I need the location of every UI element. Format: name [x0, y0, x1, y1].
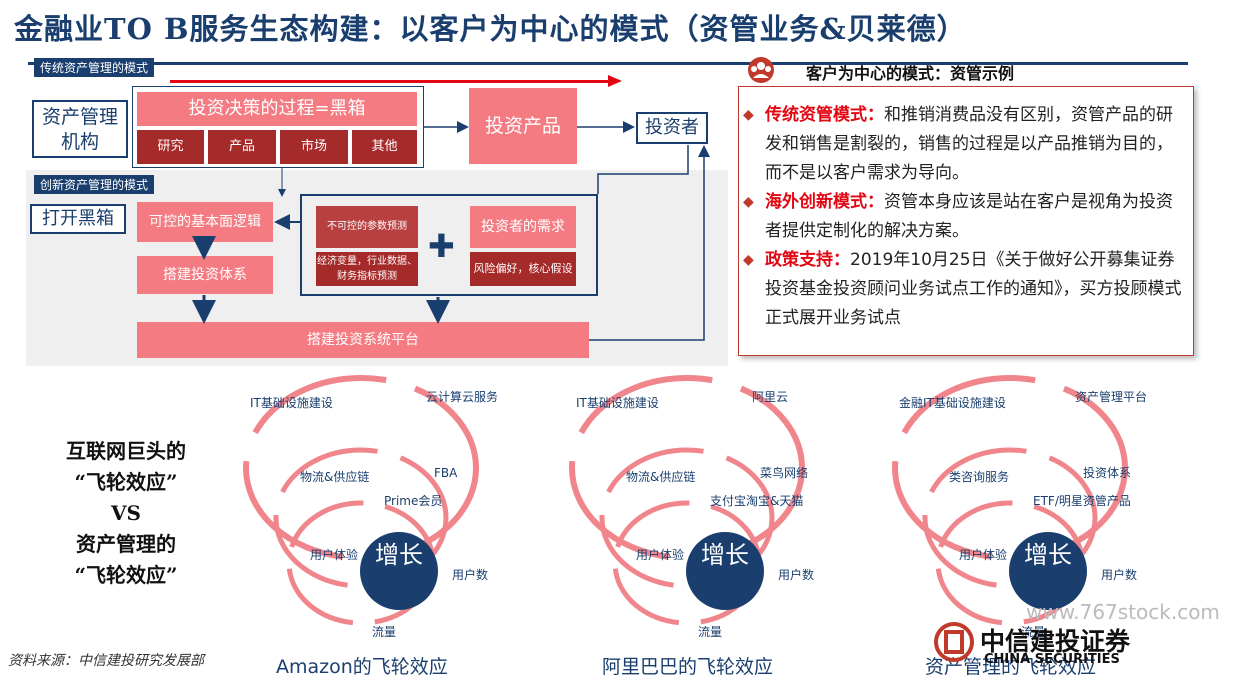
wheel-outer-right: 云计算云服务 [426, 390, 499, 404]
logo-en: CHINA SECURITIES [984, 652, 1120, 667]
wheel-inner: Prime会员 [384, 494, 443, 508]
wheel-bottom: 流量 [1021, 625, 1046, 639]
wheel-mid-right: 菜鸟网络 [760, 466, 809, 480]
investment-system-platform: 搭建投资系统平台 [137, 322, 589, 358]
wheel-inner: ETF/明星资管产品 [1033, 494, 1131, 508]
wheel-mid-left: 物流&供应链 [626, 470, 696, 484]
wheel-right: 用户数 [452, 568, 489, 582]
red-arrow [170, 75, 622, 87]
growth-circle: 增长 [360, 532, 438, 610]
diamond-bullet-icon: ◆ [743, 194, 754, 210]
wheel-outer-left: IT基础设施建设 [576, 396, 659, 410]
wheel-caption: Amazon的飞轮效应 [276, 656, 448, 678]
flywheel-arrows [243, 375, 479, 626]
wheel-left: 用户体验 [636, 548, 685, 562]
wheel-right: 用户数 [778, 568, 815, 582]
wheel-inner: 支付宝淘宝&天猫 [710, 494, 804, 508]
people-icon [746, 56, 776, 84]
logo-cn: 中信建投证券 [980, 627, 1131, 656]
investment-product: 投资产品 [469, 88, 577, 164]
wheel-outer-right: 资产管理平台 [1075, 390, 1148, 404]
wheel-outer-left: 金融IT基础设施建设 [899, 396, 1006, 410]
watermark: www.767stock.com [1026, 600, 1220, 624]
diamond-bullet-icon: ◆ [743, 252, 754, 268]
controllable-logic: 可控的基本面逻辑 [137, 202, 273, 242]
growth-circle: 增长 [686, 532, 764, 610]
growth-circle: 增长 [1009, 532, 1087, 610]
flywheel-arrows [569, 375, 805, 626]
investor-needs: 投资者的需求 [470, 206, 576, 248]
wheel-outer-right: 阿里云 [752, 390, 789, 404]
diamond-bullet-icon: ◆ [743, 107, 754, 123]
title-divider [28, 62, 1188, 65]
wheel-mid-right: 投资体系 [1083, 466, 1132, 480]
wheel-right: 用户数 [1101, 568, 1138, 582]
panel-item-traditional: ◆传统资管模式：和推销消费品没有区别，资管产品的研发和销售是割裂的，销售的过程是… [743, 101, 1183, 188]
sub-market: 市场 [280, 130, 348, 164]
blackbox-title: 投资决策的过程=黑箱 [137, 92, 417, 126]
build-investment-system: 搭建投资体系 [137, 256, 273, 294]
open-blackbox-label: 打开黑箱 [30, 204, 126, 234]
wheel-outer-left: IT基础设施建设 [250, 396, 333, 410]
source-note: 资料来源：中信建投研究发展部 [8, 653, 204, 669]
economic-variables: 经济变量，行业数据、财务指标预测 [316, 252, 418, 286]
wheel-mid-left: 物流&供应链 [300, 470, 370, 484]
page-title: 金融业TO B服务生态构建：以客户为中心的模式（资管业务&贝莱德） [14, 12, 967, 46]
panel-item-overseas: ◆海外创新模式：资管本身应该是站在客户是视角为投资者提供定制化的解决方案。 [743, 188, 1183, 246]
text-panel: ◆传统资管模式：和推销消费品没有区别，资管产品的研发和销售是割裂的，销售的过程是… [738, 86, 1194, 356]
asset-management-institution: 资产管理机构 [32, 100, 128, 158]
wheel-mid-right: FBA [434, 466, 458, 480]
wheel-left: 用户体验 [310, 548, 359, 562]
wheel-left: 用户体验 [959, 548, 1008, 562]
sub-other: 其他 [352, 130, 417, 164]
flow-connectors [192, 121, 710, 341]
sub-research: 研究 [137, 130, 204, 164]
wheel-mid-left: 类咨询服务 [949, 470, 1010, 484]
wheel-bottom: 流量 [698, 625, 723, 639]
blackbox-frame [132, 86, 424, 168]
wheel-bottom: 流量 [372, 625, 397, 639]
plus-icon: ✚ [428, 227, 455, 265]
panel-item-policy: ◆政策支持：2019年10月25日《关于做好公开募集证券投资基金投资顾问业务试点… [743, 246, 1183, 333]
investor-box: 投资者 [636, 112, 708, 144]
wheel-caption: 阿里巴巴的飞轮效应 [602, 656, 774, 678]
uncontrollable-parameter: 不可控的参数预测 [316, 206, 418, 248]
risk-preference: 风险偏好，核心假设 [470, 252, 576, 286]
parameter-frame [300, 194, 598, 296]
citic-logo-icon [934, 622, 974, 662]
sub-product: 产品 [208, 130, 276, 164]
wheel-caption: 资产管理的飞轮效应 [925, 656, 1097, 678]
panel-header: 客户为中心的模式：资管示例 [806, 64, 1015, 83]
flywheel-comparison-text: 互联网巨头的 “飞轮效应” VS 资产管理的 “飞轮效应” [66, 439, 186, 587]
innovative-model-tag: 创新资产管理的模式 [34, 175, 155, 194]
traditional-model-tag: 传统资产管理的模式 [34, 58, 155, 77]
